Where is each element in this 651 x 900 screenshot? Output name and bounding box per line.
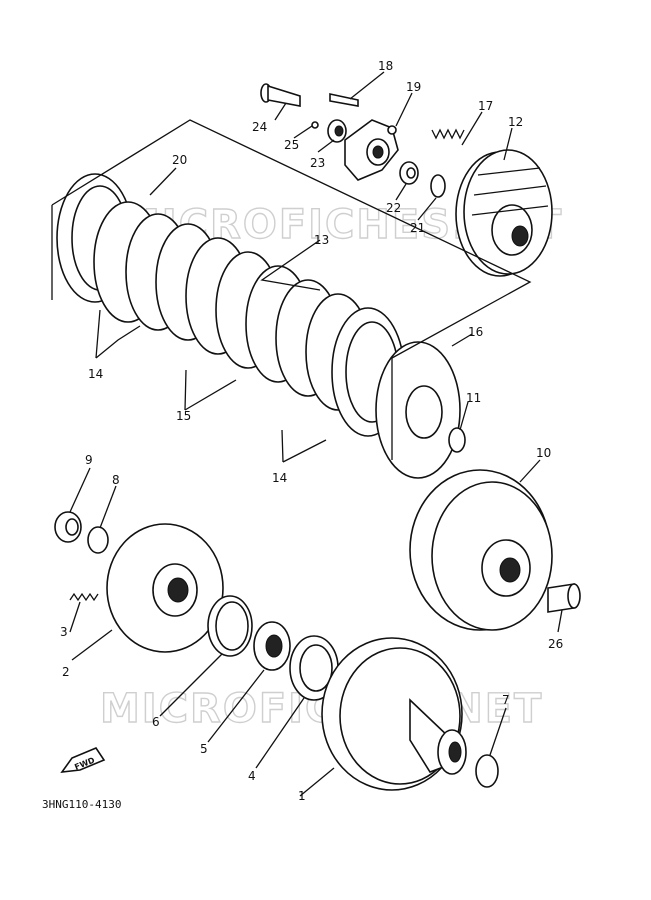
callout-9: 9	[85, 453, 93, 467]
lock-washer-part-21	[430, 174, 446, 198]
drawing-code: 3HNG110-4130	[42, 798, 121, 811]
washer-part-25	[311, 121, 319, 129]
callout-22: 22	[386, 201, 401, 215]
callout-4: 4	[248, 769, 256, 783]
leader-lines	[69, 71, 563, 797]
callout-19: 19	[406, 80, 421, 94]
washer-part-8	[87, 526, 109, 554]
callout-17: 17	[478, 99, 493, 113]
callout-12: 12	[508, 115, 523, 129]
bolt-part-18	[329, 93, 359, 107]
callout-11: 11	[466, 391, 481, 405]
nut-part-9	[54, 511, 82, 543]
callout-20: 20	[172, 153, 187, 167]
bolt-part-24	[260, 83, 301, 107]
callout-14-bottom: 14	[272, 471, 287, 485]
callout-7: 7	[502, 693, 510, 707]
bearing-part-5	[253, 621, 291, 671]
callout-8: 8	[112, 473, 120, 487]
callout-23: 23	[310, 156, 325, 170]
washer-part-7	[475, 754, 499, 788]
callout-13: 13	[314, 233, 329, 247]
callout-3: 3	[60, 625, 68, 639]
callout-6: 6	[152, 715, 160, 729]
group-bracket-top	[51, 119, 532, 359]
circlip-part-11	[448, 427, 466, 453]
primary-drive-housing-part-1	[321, 637, 467, 791]
centrifugal-clutch-part-2	[106, 523, 224, 653]
callout-14-left: 14	[88, 367, 103, 381]
callout-2: 2	[62, 665, 70, 679]
callout-18: 18	[378, 59, 393, 73]
nut-part-22	[399, 161, 419, 185]
bearing-part-23	[327, 119, 347, 143]
callout-26: 26	[548, 637, 563, 651]
callout-1: 1	[298, 789, 306, 803]
spring-part-3	[69, 592, 99, 602]
callout-21: 21	[410, 221, 425, 235]
callout-5: 5	[200, 742, 208, 756]
group-bracket-side	[51, 205, 393, 460]
callout-15: 15	[176, 409, 191, 423]
callout-25: 25	[284, 138, 299, 152]
clutch-boss-part-12	[455, 149, 553, 277]
callout-24: 24	[252, 120, 267, 134]
oring-part-6	[207, 595, 253, 657]
callout-numbers: 1 2 3 4 5 6 7 8 9 10 11 12 13 14 14 15 1…	[60, 59, 563, 803]
plate-part-19	[344, 119, 399, 181]
pressure-plate-part-16	[375, 341, 461, 479]
one-way-clutch-part-4	[289, 635, 339, 701]
forward-arrow-icon: FWD	[60, 747, 106, 773]
callout-16: 16	[468, 325, 483, 339]
callout-10: 10	[536, 446, 551, 460]
spring-part-17	[431, 128, 465, 140]
bushing-part-26	[547, 583, 581, 613]
clutch-housing-part-10	[409, 469, 553, 631]
